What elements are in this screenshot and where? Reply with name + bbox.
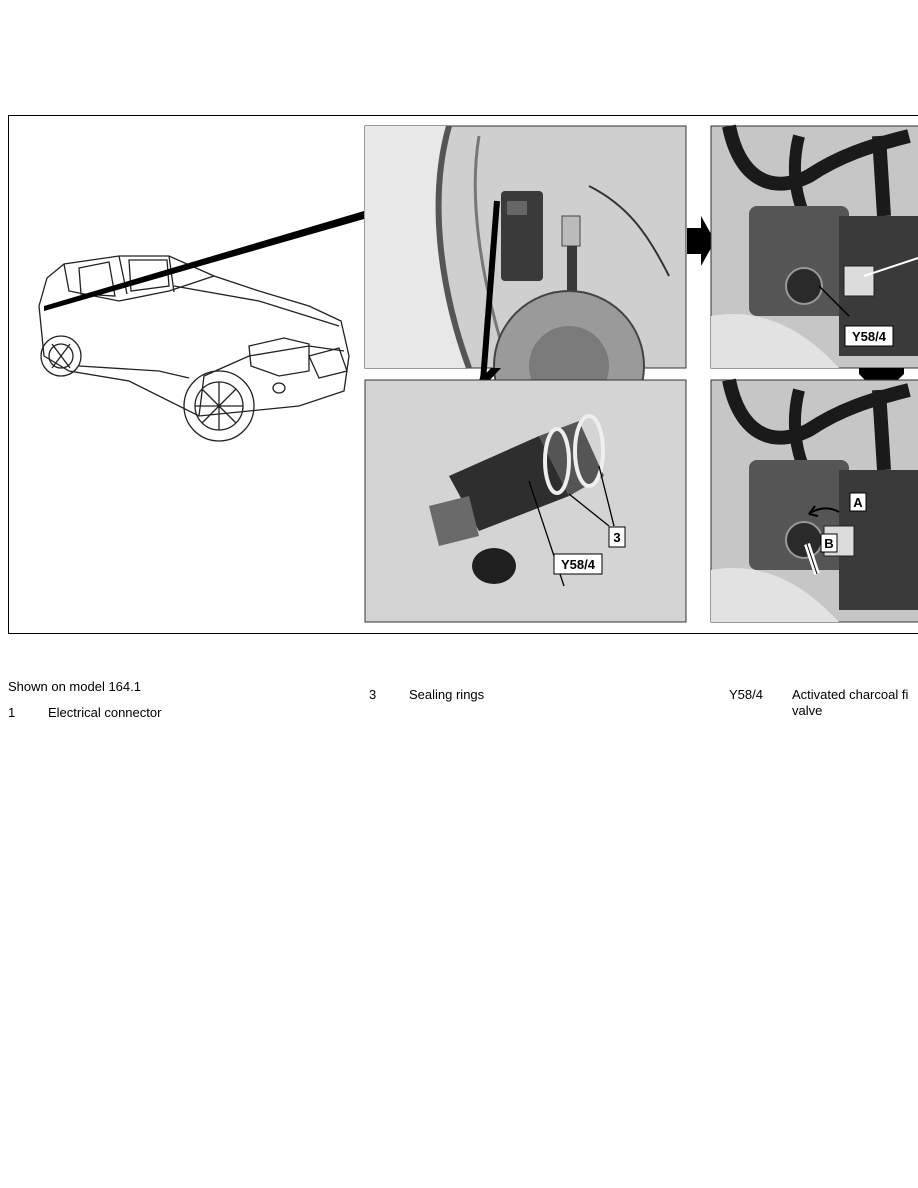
callout-a: A bbox=[853, 495, 863, 510]
legend-text-charcoal-valve: Activated charcoal fi bbox=[792, 687, 909, 702]
photo-panel-valve-installed: Y58/4 bbox=[710, 124, 918, 369]
illustration-figure: Y58/4 3 Y58/4 bbox=[8, 115, 918, 634]
leader-line-top bbox=[44, 211, 364, 311]
legend-text-charcoal-valve-line2: valve bbox=[792, 703, 823, 718]
photo-panel-valve-removed: 3 Y58/4 bbox=[364, 379, 687, 623]
callout-b: B bbox=[824, 536, 833, 551]
legend-number-1: 1 bbox=[8, 705, 16, 720]
legend-text-sealing-rings: Sealing rings bbox=[409, 687, 485, 702]
photo-panel-disconnect: A B bbox=[710, 378, 918, 623]
callout-y58-4-removed: Y58/4 bbox=[561, 557, 596, 572]
model-note: Shown on model 164.1 bbox=[8, 679, 141, 694]
arrow-right bbox=[687, 216, 715, 266]
callout-y58-4-installed: Y58/4 bbox=[852, 329, 887, 344]
legend-number-3: 3 bbox=[369, 687, 377, 702]
legend-number-y58-4: Y58/4 bbox=[729, 687, 763, 702]
callout-3-rings: 3 bbox=[613, 530, 620, 545]
vehicle-drawing bbox=[38, 255, 350, 442]
illustration-svg: Y58/4 3 Y58/4 bbox=[38, 124, 918, 623]
legend-text-electrical-connector: Electrical connector bbox=[48, 705, 162, 720]
